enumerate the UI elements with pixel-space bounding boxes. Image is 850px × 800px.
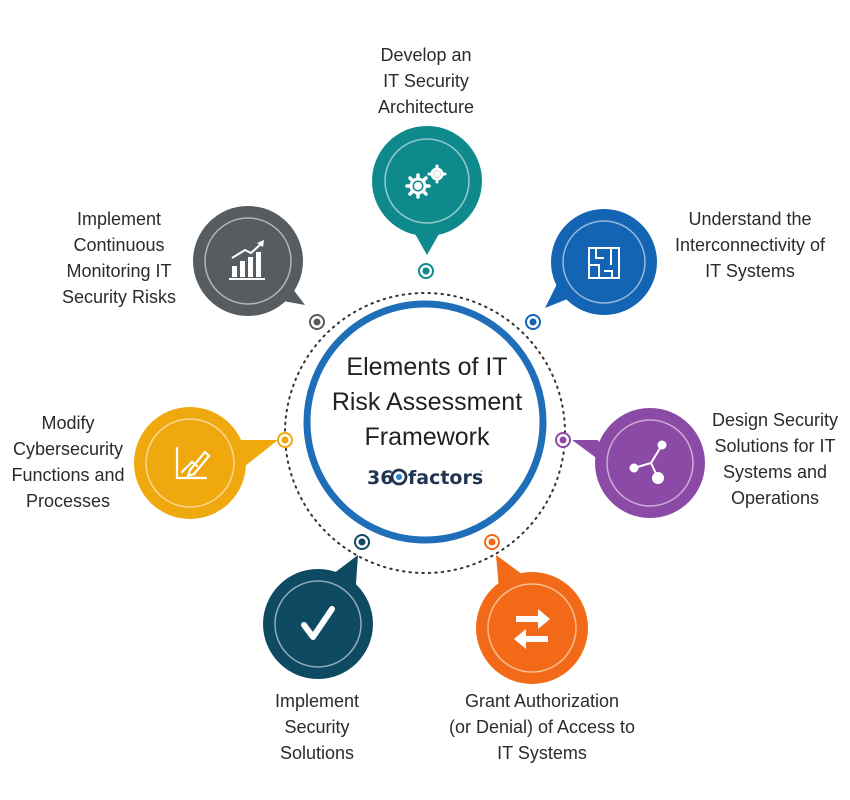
logo-prefix: 36 <box>367 467 393 489</box>
company-logo: 36 factors ™ <box>367 467 484 489</box>
element-node-implement-solutions <box>263 555 373 679</box>
element-node-monitoring <box>193 206 305 316</box>
label-modify-functions: Modify Cybersecurity Functions and Proce… <box>11 413 125 511</box>
center-title: Elements of IT Risk Assessment Framework <box>331 353 523 451</box>
connector-dot-top-left <box>309 314 325 330</box>
swap-arrows-icon <box>514 609 550 649</box>
label-understand-interconnectivity: Understand the Interconnectivity of IT S… <box>674 209 826 281</box>
checkmark-icon <box>301 606 335 640</box>
connector-dot-top-right <box>525 314 541 330</box>
label-grant-authorization: Grant Authorization (or Denial) of Acces… <box>448 691 636 763</box>
element-node-design-solutions <box>572 408 705 518</box>
pencil-chart-icon <box>175 446 211 480</box>
element-node-modify-functions <box>134 407 278 519</box>
label-implement-solutions: Implement Security Solutions <box>274 691 360 763</box>
logo-suffix: factors <box>408 467 483 489</box>
center-ring <box>303 300 547 544</box>
logo-trademark: ™ <box>479 470 484 476</box>
growth-chart-icon <box>229 240 265 280</box>
connector-dot-bottom-left <box>354 534 370 550</box>
element-node-architecture <box>372 126 482 255</box>
nodes-icon <box>629 440 667 484</box>
element-node-interconnectivity <box>545 209 657 315</box>
element-node-authorization <box>476 555 588 684</box>
label-design-security: Design Security Solutions for IT Systems… <box>711 410 839 508</box>
connector-dot-bottom-right <box>484 534 500 550</box>
connector-dot-top <box>418 263 434 279</box>
label-continuous-monitoring: Implement Continuous Monitoring IT Secur… <box>61 209 177 307</box>
maze-icon <box>588 247 620 279</box>
logo-zero-mark <box>390 468 408 486</box>
label-develop-architecture: Develop an IT Security Architecture <box>377 45 475 117</box>
gears-icon <box>405 164 447 199</box>
connector-dot-left <box>277 432 293 448</box>
connector-dot-right <box>555 432 571 448</box>
